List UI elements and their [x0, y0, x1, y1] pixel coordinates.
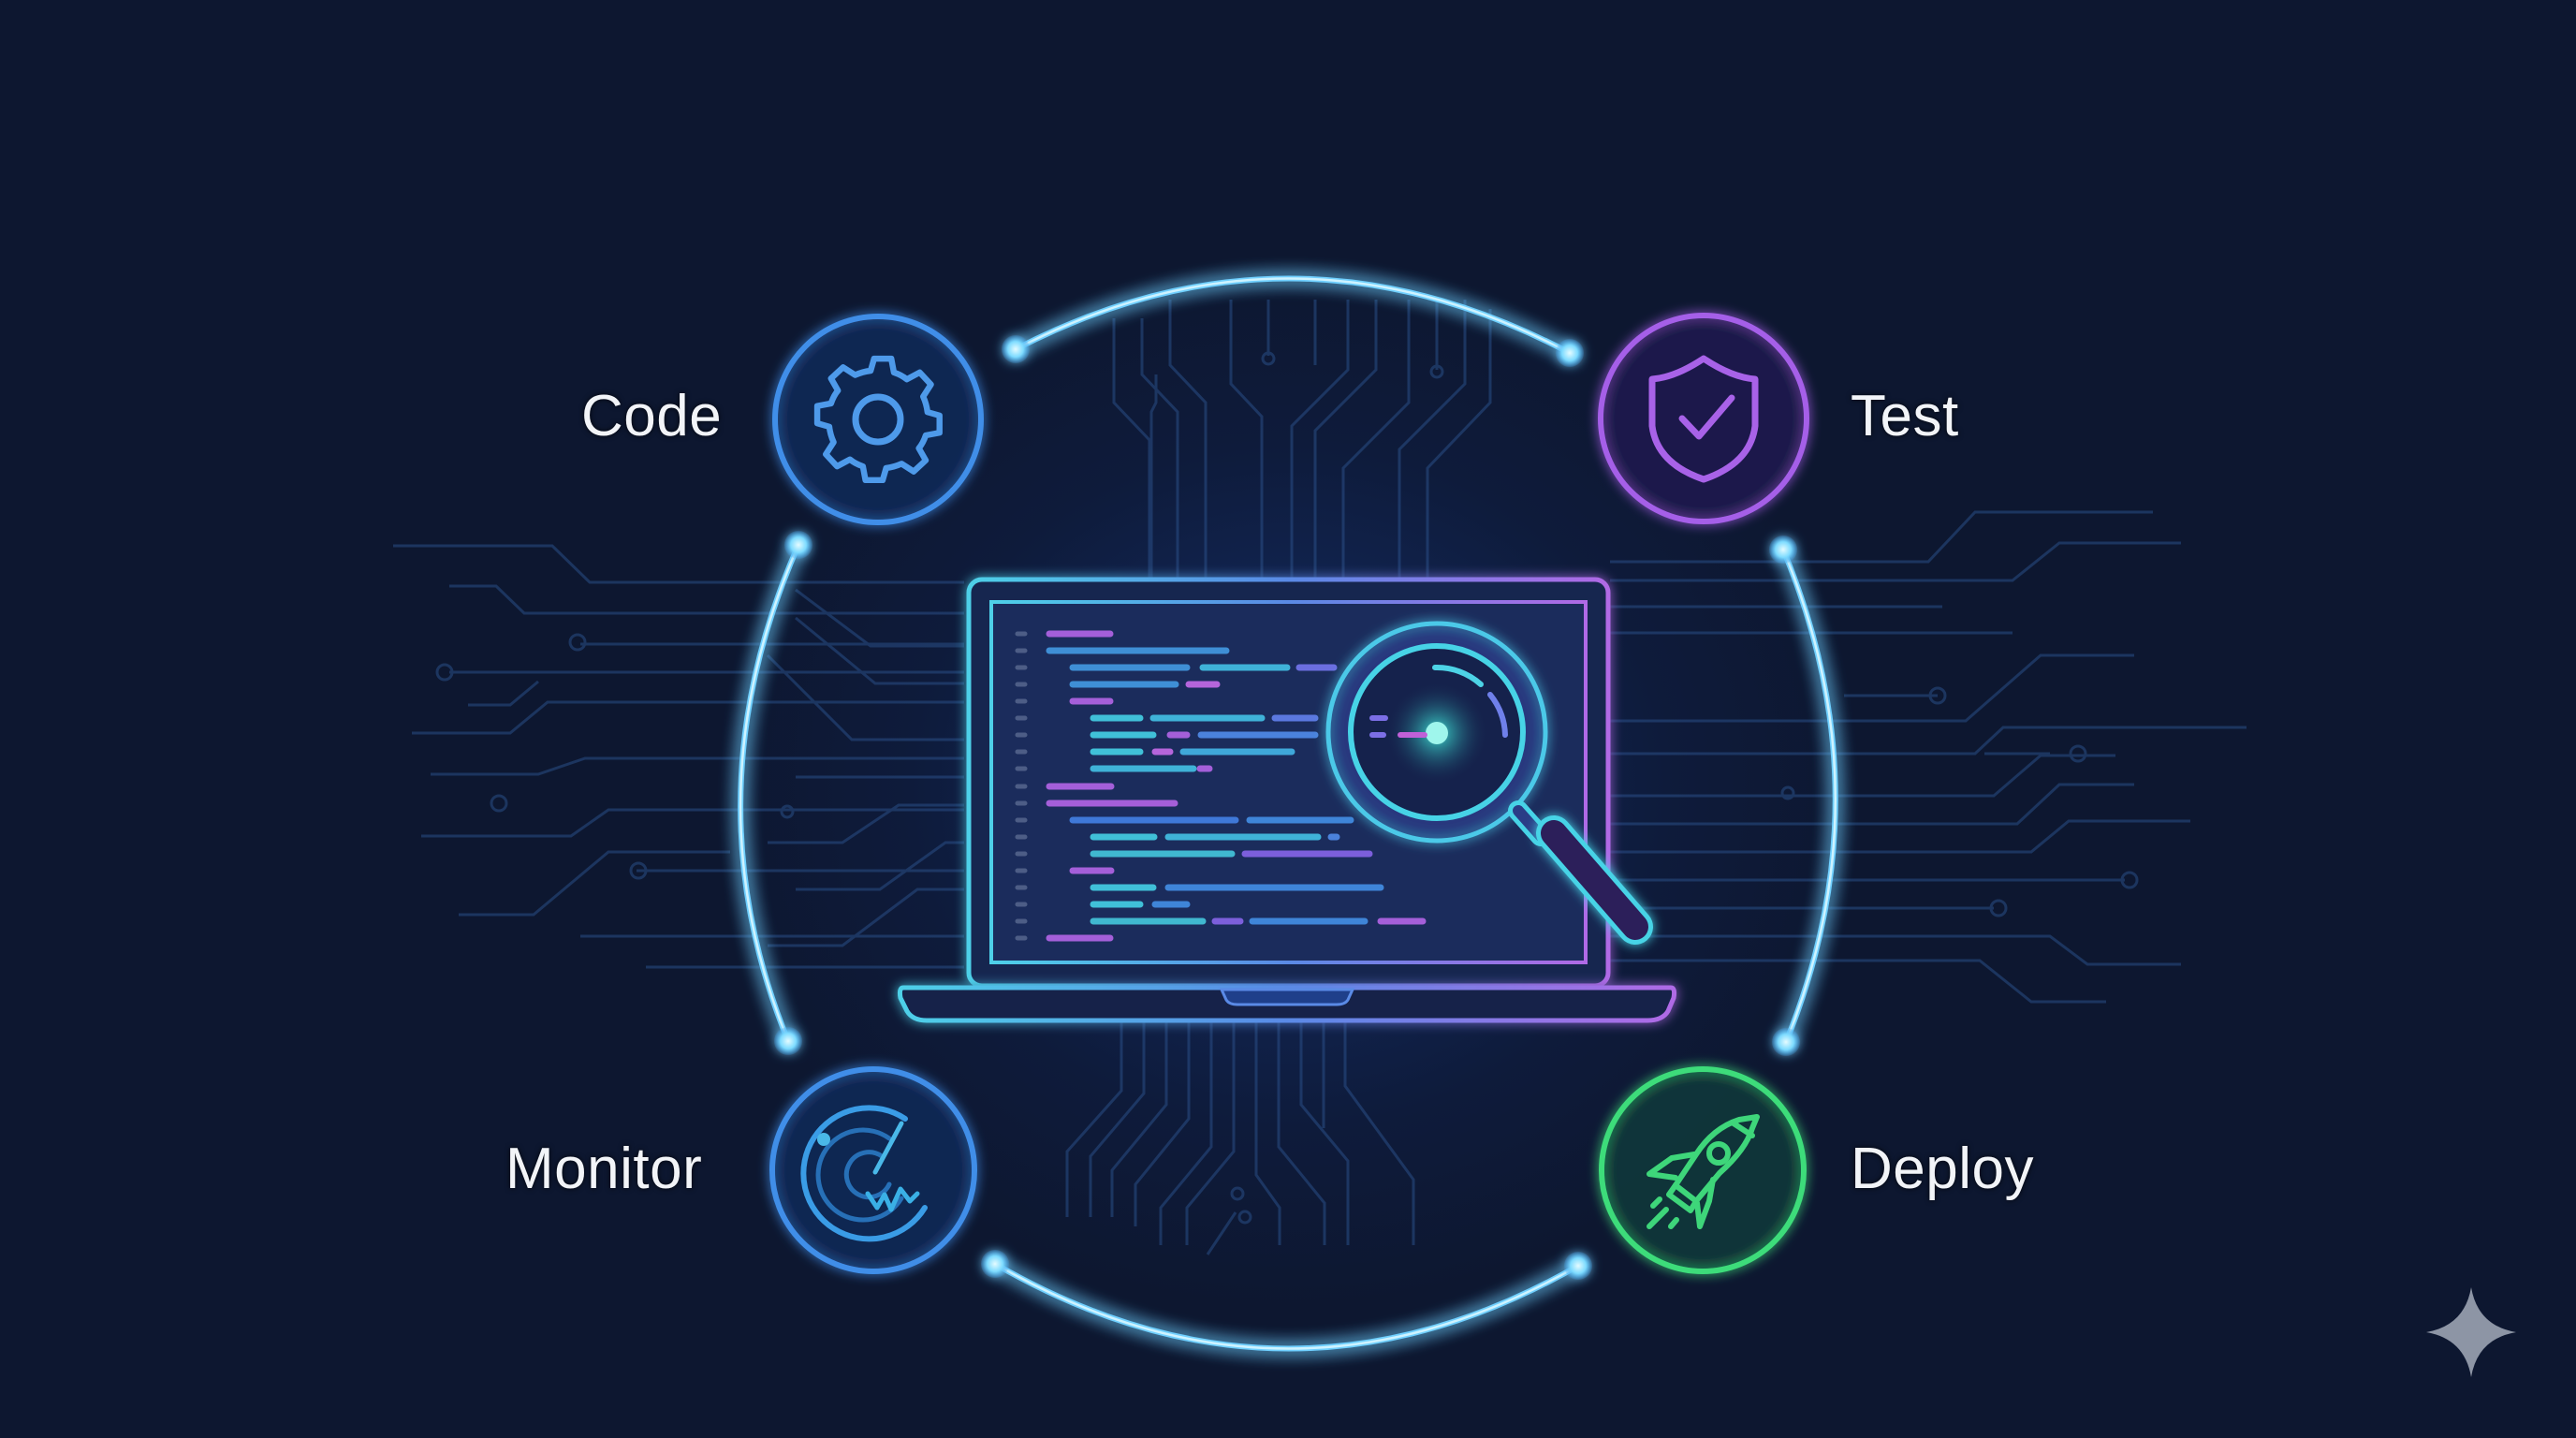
code-lines — [1015, 630, 1427, 942]
magnifying-glass-icon — [1325, 621, 1653, 945]
connector-dot — [774, 1027, 802, 1055]
monitor-node — [769, 1066, 977, 1274]
connector-dot — [1556, 339, 1584, 367]
gear-icon — [813, 355, 943, 484]
connector-dot — [1002, 335, 1030, 363]
node-label-deploy: Deploy — [1851, 1137, 2034, 1201]
test-node — [1598, 313, 1809, 524]
rocket-icon — [1647, 1114, 1760, 1229]
node-label-code: Code — [581, 384, 723, 448]
code-node-button[interactable] — [773, 315, 983, 524]
laptop-trackpad-notch — [1219, 988, 1355, 1006]
shield-check-icon — [1648, 355, 1759, 483]
deploy-node-button[interactable] — [1598, 1065, 1808, 1275]
sparkle-icon — [2426, 1287, 2516, 1377]
radar-icon — [800, 1105, 928, 1242]
monitor-node-button[interactable] — [768, 1065, 978, 1275]
node-label-monitor: Monitor — [505, 1137, 703, 1201]
connector-dot — [1772, 1028, 1800, 1056]
code-node — [772, 314, 984, 525]
connector-dot — [784, 531, 812, 559]
connector-dot — [981, 1250, 1009, 1278]
test-node-button[interactable] — [1599, 314, 1808, 523]
connector-dot — [1769, 536, 1797, 564]
node-label-test: Test — [1851, 384, 1959, 448]
connector-dot — [1564, 1252, 1592, 1280]
deploy-node — [1599, 1066, 1807, 1274]
